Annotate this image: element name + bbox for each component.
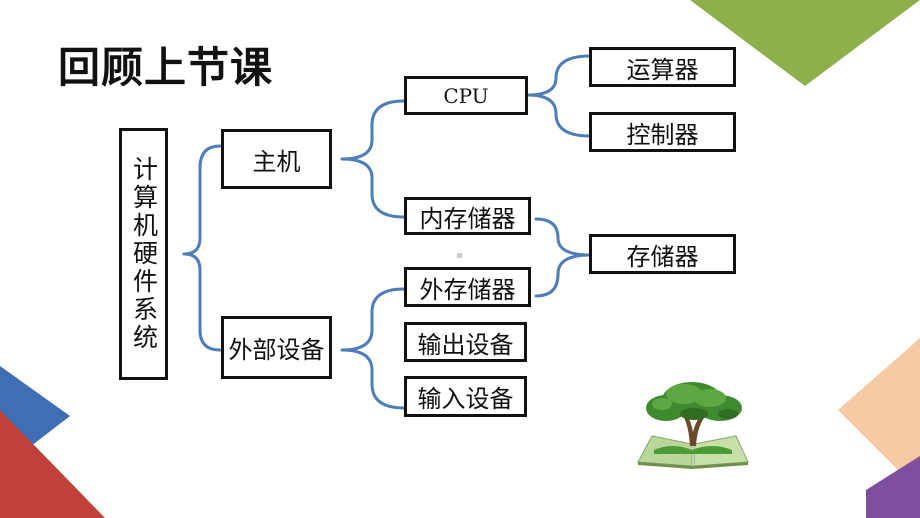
alu-node: 运算器 (589, 47, 736, 87)
center-marker (457, 253, 462, 258)
control-unit-node: 控制器 (589, 112, 736, 152)
peripherals-node: 外部设备 (221, 316, 332, 379)
root-node: 计算机硬件系统 (119, 128, 168, 380)
main-unit-node: 主机 (221, 129, 332, 189)
tree-book-icon (637, 382, 749, 469)
cpu-node: CPU (404, 76, 528, 115)
external-memory-node: 外存储器 (404, 267, 531, 307)
peach-corner-triangle (838, 338, 920, 492)
input-device-node: 输入设备 (404, 376, 527, 417)
red-corner-triangle (0, 410, 105, 518)
green-corner-triangle (690, 0, 920, 86)
internal-memory-node: 内存储器 (404, 197, 531, 235)
storage-node: 存储器 (589, 234, 736, 274)
output-device-node: 输出设备 (404, 322, 527, 362)
slide-title: 回顾上节课 (58, 43, 274, 92)
purple-corner-triangle (866, 456, 920, 518)
